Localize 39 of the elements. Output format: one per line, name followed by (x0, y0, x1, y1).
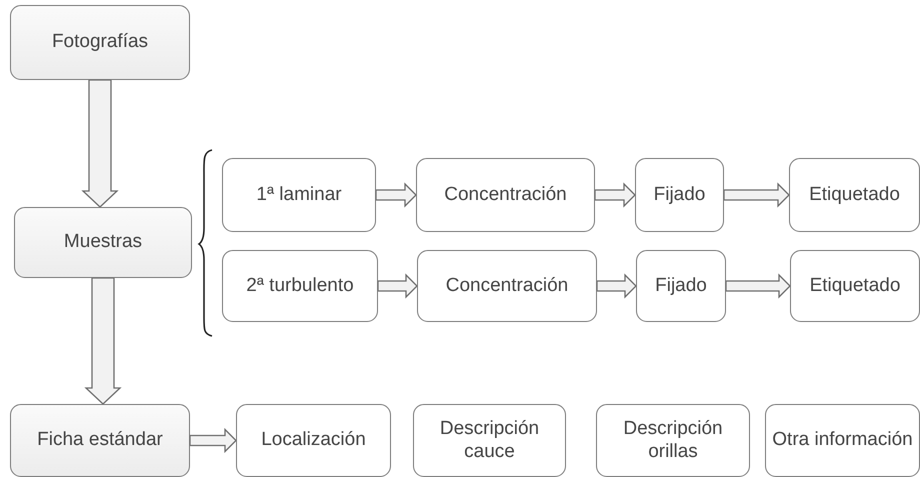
block-arrow (594, 182, 636, 208)
block-arrow (375, 182, 417, 208)
process-box (635, 158, 724, 232)
box-label: Fijado (655, 274, 707, 298)
process-box (222, 250, 378, 322)
box-label: 2ª turbulento (246, 274, 354, 298)
box-label: Otra información (772, 429, 913, 452)
box-label: Descripción orillas (622, 418, 724, 464)
process-box (10, 5, 190, 80)
box-label: 1ª laminar (256, 184, 342, 206)
block-arrow (81, 79, 119, 208)
process-box (236, 404, 391, 477)
process-box (222, 158, 376, 232)
process-box (636, 250, 726, 322)
process-box (416, 158, 595, 232)
block-arrow (84, 277, 122, 405)
process-box (14, 207, 192, 278)
box-label: Fijado (654, 184, 706, 206)
box-label: Ficha estándar (37, 429, 163, 452)
box-label: Etiquetado (810, 274, 900, 298)
box-label: Muestras (64, 231, 142, 254)
block-arrow (725, 273, 791, 299)
process-box (596, 404, 750, 477)
block-arrow (723, 182, 790, 208)
process-box (765, 404, 920, 477)
box-label: Fotografías (52, 31, 148, 54)
box-label: Descripción cauce (438, 418, 540, 464)
process-box (790, 250, 920, 322)
process-box (789, 158, 920, 232)
block-arrow (189, 428, 237, 454)
block-arrow (377, 273, 418, 299)
block-arrow (596, 273, 637, 299)
process-box (413, 404, 566, 477)
box-label: Concentración (444, 184, 567, 206)
process-box (417, 250, 597, 322)
process-box (10, 404, 190, 477)
box-label: Etiquetado (809, 184, 900, 206)
box-label: Localización (261, 429, 366, 452)
box-label: Concentración (446, 274, 568, 298)
